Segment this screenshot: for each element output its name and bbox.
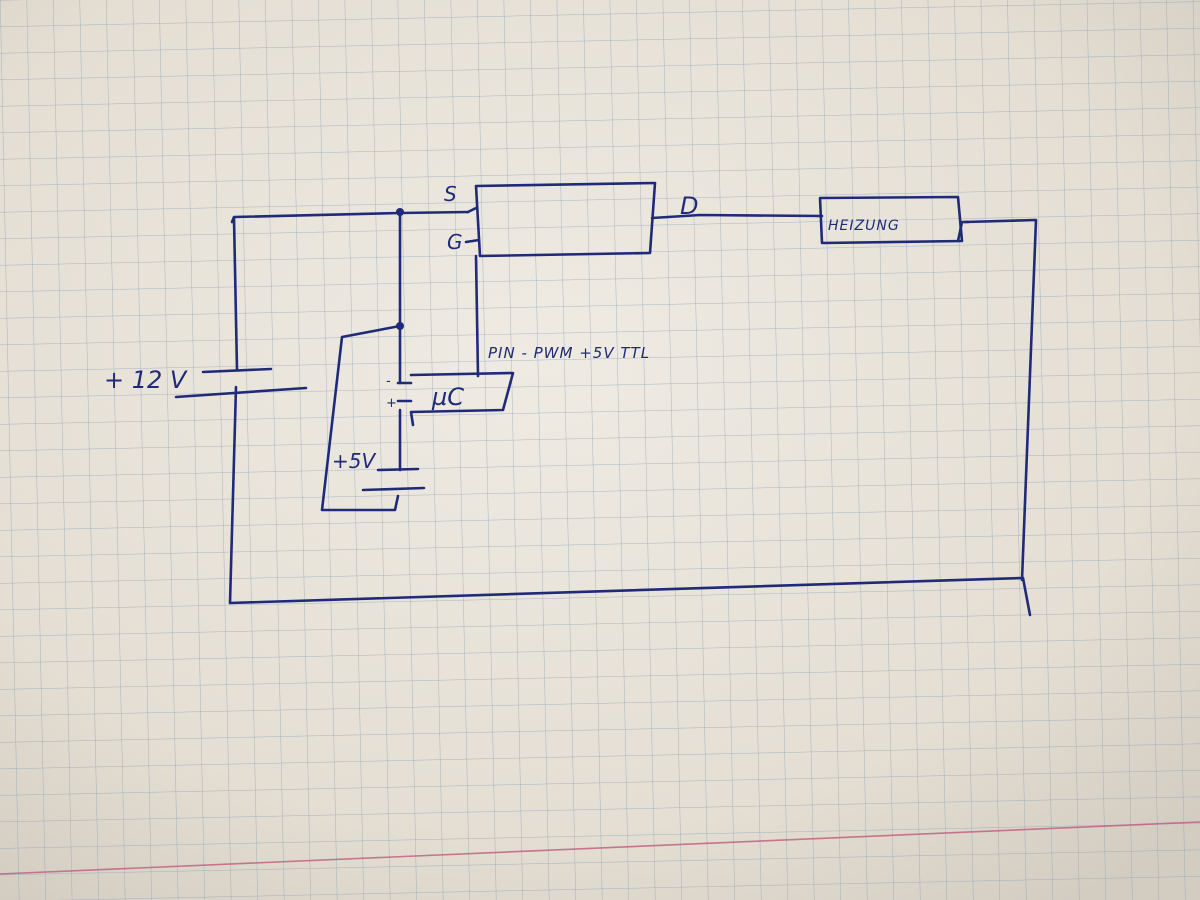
label-controller: µC [431, 383, 464, 411]
label-gate: G [447, 230, 463, 254]
wire-top-left [230, 210, 470, 224]
label-5v: +5V [332, 449, 376, 473]
wire-gate-to-mc [474, 254, 480, 378]
mosfet-body [474, 181, 657, 258]
label-mc-plus: + [386, 396, 397, 411]
wire-left-down-to-battery [232, 216, 239, 372]
wire-right-return [963, 218, 1038, 617]
wire-bottom-return [228, 576, 1025, 605]
label-drain: D [680, 192, 698, 220]
paper-margin-line [0, 821, 1200, 875]
mc-pin-stubs [396, 381, 413, 403]
battery-12v-long-plate [174, 386, 308, 399]
heater-box [818, 195, 964, 245]
label-heater: HEIZUNG [828, 218, 900, 234]
label-pin-pwm: PIN - PWM +5V TTL [488, 344, 650, 362]
battery-12v-short-plate [201, 367, 273, 374]
battery-5v-short-plate [376, 467, 420, 472]
wire-left-down-to-bottom [228, 385, 238, 605]
label-source: S [444, 182, 457, 206]
label-mc-minus: - [386, 374, 391, 389]
wire-5v-loop [320, 324, 402, 512]
heater-lead-right [956, 220, 970, 243]
wire-drain-to-heater [650, 213, 824, 220]
mosfet-gate-stub [464, 206, 481, 244]
label-12v: + 12 V [104, 366, 188, 394]
battery-5v-long-plate [361, 486, 426, 492]
